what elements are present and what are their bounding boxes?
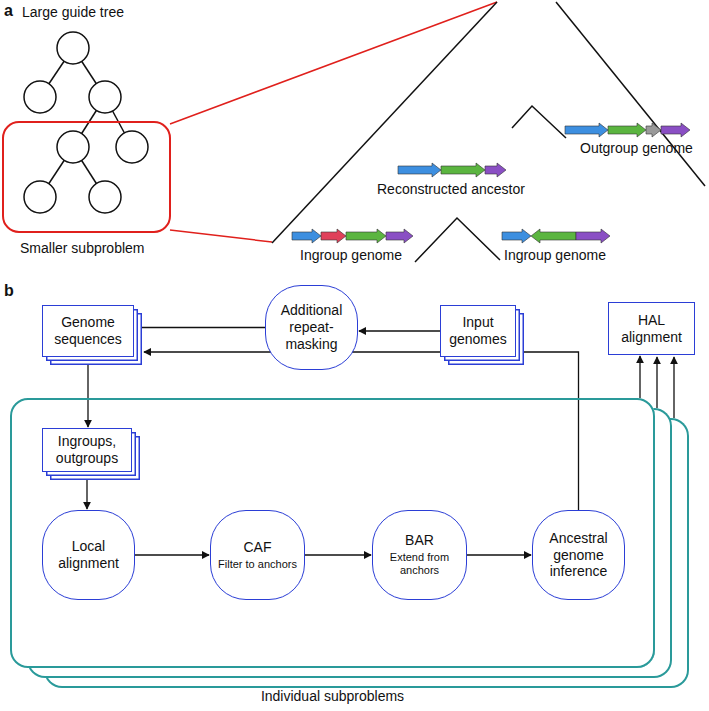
node-label: Ingroups, outgroups: [49, 433, 125, 467]
node-label: Local alignment: [49, 538, 128, 572]
document-stack: Genome sequences: [42, 305, 134, 357]
flow-arrow: [639, 356, 640, 398]
process-box: BAR Extend from anchors: [372, 510, 467, 600]
gene-arrow: [608, 123, 646, 137]
flow-arrow: [467, 554, 531, 555]
genome-label: Reconstructed ancestor: [377, 181, 525, 197]
subproblem-highlight: [3, 122, 170, 232]
process-box: Ancestral genome inference: [532, 510, 625, 600]
node-label: BAR: [405, 532, 434, 549]
gene-arrow: [576, 229, 610, 243]
process-box: Additional repeat-masking: [265, 285, 358, 370]
genome-label: Ingroup genome: [300, 247, 402, 263]
panel-letter: b: [4, 282, 14, 300]
node-label: CAF: [244, 539, 272, 556]
zoom-line: [170, 230, 272, 242]
gene-arrow: [321, 229, 346, 243]
panel-letter: a: [4, 2, 13, 20]
gene-arrow: [441, 163, 485, 177]
gene-arrow: [646, 123, 661, 137]
gene-arrow: [531, 229, 576, 243]
flow-arrow: [87, 357, 88, 427]
node-label: HAL alignment: [615, 312, 688, 346]
document-stack: Input genomes: [440, 305, 516, 357]
process-box: CAF Filter to anchors: [210, 510, 305, 600]
flow-arrow: [359, 330, 440, 331]
gene-arrow: [292, 229, 321, 243]
gene-arrow: [398, 163, 441, 177]
caption-text: Large guide tree: [22, 4, 124, 20]
flow-arrow: [86, 472, 87, 509]
output-box: HAL alignment: [608, 302, 695, 355]
flow-arrow: [305, 554, 371, 555]
gene-arrow: [661, 123, 690, 137]
genome-label: Outgroup genome: [580, 140, 693, 156]
gene-arrow: [386, 229, 413, 243]
genome-label: Ingroup genome: [504, 247, 606, 263]
gene-arrow: [485, 163, 506, 177]
extra-output-arrows: [657, 357, 674, 418]
flow-arrow: [135, 554, 209, 555]
flow-arrow: [144, 352, 579, 510]
flow-arrow: [135, 327, 265, 328]
zoom-line: [170, 2, 497, 124]
node-label: Ancestral genome inference: [539, 530, 618, 580]
node-subtext: Extend from anchors: [379, 551, 460, 577]
node-label: Individual subproblems: [12, 688, 653, 705]
node-label: Additional repeat-masking: [272, 302, 351, 352]
gene-arrow: [502, 229, 531, 243]
node-label: Genome sequences: [49, 314, 127, 348]
node-subtext: Filter to anchors: [218, 558, 297, 571]
process-box: Local alignment: [42, 510, 135, 600]
gene-arrow: [565, 123, 608, 137]
subproblem-band: Individual subproblemsIngroups, outgroup…: [10, 398, 655, 668]
node-label: Input genomes: [447, 314, 509, 348]
caption-text: Smaller subproblem: [20, 240, 145, 256]
document-stack: Ingroups, outgroups: [42, 428, 132, 472]
gene-arrow: [346, 229, 386, 243]
subtree-outline: [272, 2, 705, 262]
